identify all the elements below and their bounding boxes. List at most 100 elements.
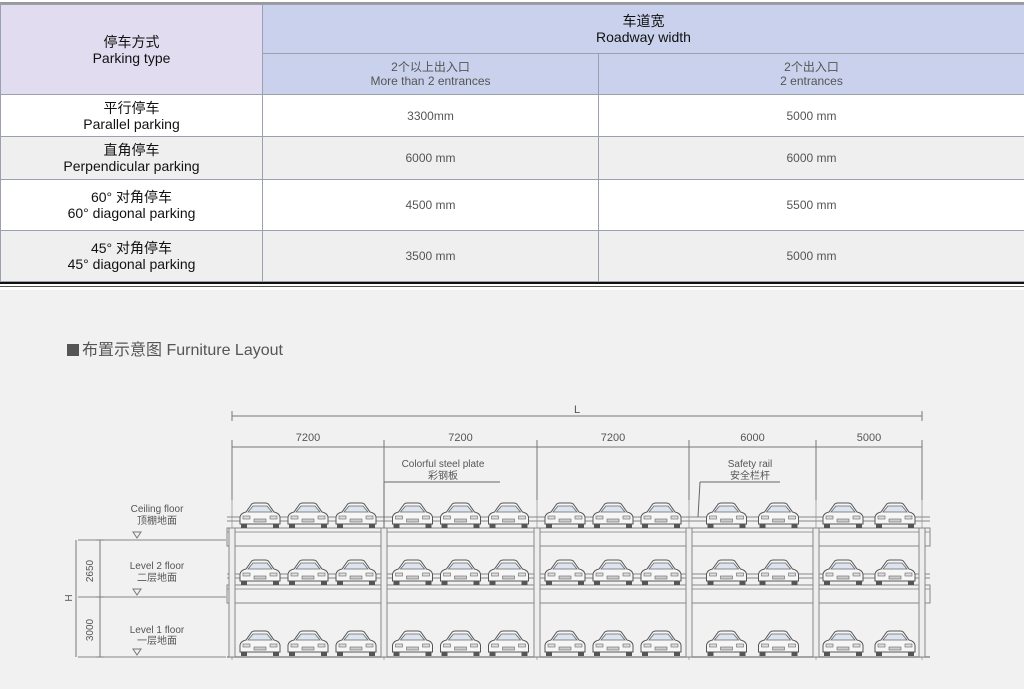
car-wheel xyxy=(289,524,295,528)
car-wheel xyxy=(626,652,632,656)
car-windshield xyxy=(600,633,626,641)
car-wheel xyxy=(273,524,279,528)
car-wheel xyxy=(241,652,247,656)
parking-type-header-en: Parking type xyxy=(92,49,171,66)
parking-type-header-cn: 停车方式 xyxy=(103,33,160,50)
car-windshield xyxy=(295,562,321,570)
floor-label-en: Ceiling floor xyxy=(131,504,184,515)
car-headlight xyxy=(443,643,451,648)
car-wheel xyxy=(856,652,862,656)
car-headlight xyxy=(547,515,556,520)
car-icon xyxy=(287,559,329,585)
car-windshield xyxy=(600,505,626,513)
support-column xyxy=(380,527,388,658)
car-grille xyxy=(502,575,515,580)
car-headlight xyxy=(443,572,451,577)
car-icon xyxy=(544,502,586,528)
car-headlight xyxy=(825,515,834,520)
car-wheel xyxy=(546,581,552,585)
car-wheel xyxy=(876,652,882,656)
car-windshield xyxy=(648,505,674,513)
span-label: 7200 xyxy=(448,432,472,444)
car-headlight xyxy=(622,643,631,648)
callout-label-en: Safety rail xyxy=(728,459,772,470)
car-windshield xyxy=(830,505,856,513)
table-row: 45° 对角停车 45° diagonal parking 3500 mm 50… xyxy=(0,230,1024,282)
car-windshield xyxy=(713,505,740,513)
car-wheel xyxy=(273,652,279,656)
car-headlight xyxy=(877,515,886,520)
car-wheel xyxy=(674,652,680,656)
car-windshield xyxy=(765,562,792,570)
car-windshield xyxy=(343,562,369,570)
col2-header-cn: 2个出入口 xyxy=(784,60,839,74)
car-grille xyxy=(502,518,515,523)
car-wheel xyxy=(908,581,914,585)
bottom-rule xyxy=(0,282,1024,284)
car-wheel xyxy=(908,524,914,528)
car-windshield xyxy=(247,505,273,513)
car-wheel xyxy=(674,524,680,528)
car-wheel xyxy=(289,581,295,585)
car-windshield xyxy=(495,562,522,570)
span-label: 7200 xyxy=(296,432,320,444)
car-wheel xyxy=(369,652,375,656)
car-grille xyxy=(888,518,902,523)
car-windshield xyxy=(399,505,426,513)
car-windshield xyxy=(247,562,273,570)
car-windshield xyxy=(399,633,426,641)
car-icon xyxy=(874,559,916,585)
car-headlight xyxy=(422,572,430,577)
car-wheel xyxy=(441,581,448,585)
parking-type-cn: 60° 对角停车 xyxy=(90,189,173,205)
support-column xyxy=(685,527,693,658)
car-wheel xyxy=(759,652,766,656)
car-windshield xyxy=(343,633,369,641)
car-wheel xyxy=(707,581,714,585)
car-wheel xyxy=(393,652,400,656)
car-grille xyxy=(406,518,419,523)
car-wheel xyxy=(425,652,432,656)
roadway-width-table: 停车方式 Parking type 车道宽 Roadway width 2个以上… xyxy=(0,4,1024,282)
car-wheel xyxy=(824,524,830,528)
car-grille xyxy=(654,646,668,651)
car-wheel xyxy=(626,524,632,528)
car-icon xyxy=(335,559,377,585)
car-windshield xyxy=(447,562,474,570)
car-grille xyxy=(253,518,267,523)
car-wheel xyxy=(521,581,528,585)
car-headlight xyxy=(422,643,430,648)
car-headlight xyxy=(491,515,499,520)
col2-header-en: 2 entrances xyxy=(780,74,843,88)
car-wheel xyxy=(393,581,400,585)
car-headlight xyxy=(547,643,556,648)
car-grille xyxy=(606,646,620,651)
top-rule xyxy=(0,2,1024,4)
car-windshield xyxy=(343,505,369,513)
specification-panel: 停车方式 Parking type 车道宽 Roadway width 2个以上… xyxy=(0,0,1024,290)
car-headlight xyxy=(595,572,604,577)
car-headlight xyxy=(290,643,299,648)
car-headlight xyxy=(825,643,834,648)
floor-label-cn: 二层地面 xyxy=(137,571,177,584)
car-headlight xyxy=(643,643,652,648)
car-wheel xyxy=(321,524,327,528)
car-headlight xyxy=(904,572,913,577)
car-windshield xyxy=(495,505,522,513)
table-row: 直角停车 Perpendicular parking 6000 mm 6000 … xyxy=(0,136,1024,180)
car-icon xyxy=(488,630,529,656)
car-grille xyxy=(301,575,315,580)
car-icon xyxy=(239,559,281,585)
car-headlight xyxy=(290,572,299,577)
car-windshield xyxy=(600,562,626,570)
car-windshield xyxy=(399,562,426,570)
car-windshield xyxy=(882,505,908,513)
car-wheel xyxy=(642,524,648,528)
car-headlight xyxy=(825,572,834,577)
car-wheel xyxy=(337,581,343,585)
col1-header-en: More than 2 entrances xyxy=(370,74,491,88)
car-grille xyxy=(558,518,572,523)
car-wheel xyxy=(521,652,528,656)
car-windshield xyxy=(830,633,856,641)
car-icon xyxy=(544,630,586,656)
